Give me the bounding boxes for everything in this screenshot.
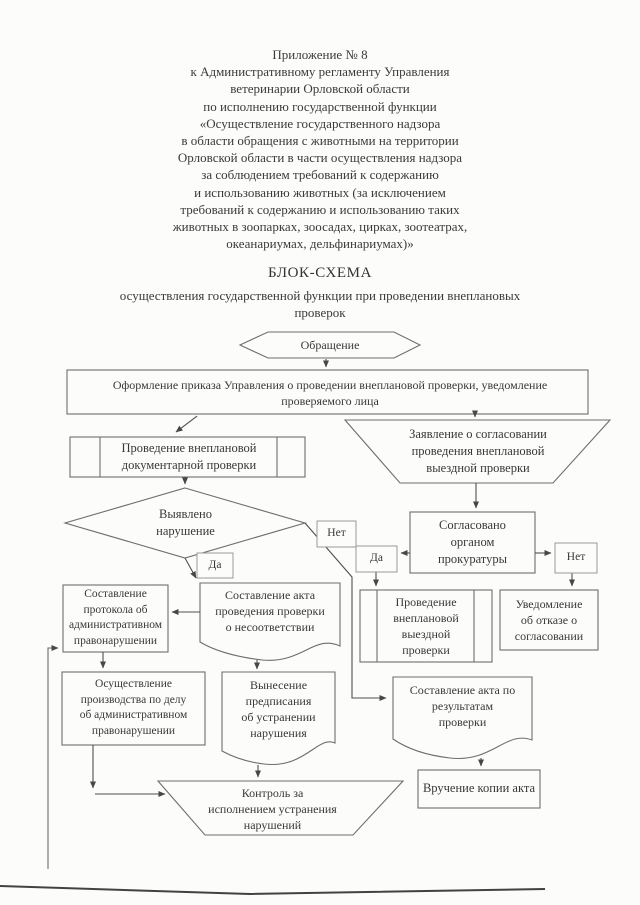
flow-shape-net2-box xyxy=(554,542,598,574)
flow-shape-soglasovano-box xyxy=(409,511,536,574)
flow-shape-protokol-box xyxy=(62,584,169,653)
document-header: Приложение № 8 к Административному регла… xyxy=(40,46,600,252)
flow-shape-prikaz-box xyxy=(66,369,589,415)
flow-shape-zayavlenie-trapezoid xyxy=(343,419,612,484)
header-line: животных в зоопарках, зоосадах, цирках, … xyxy=(172,219,468,235)
header-line: океанариумах, дельфинариумах)» xyxy=(226,236,414,252)
flow-shape-proizvodstvo-box xyxy=(61,671,206,746)
flow-shape-kontrol-trapezoid xyxy=(156,780,405,836)
header-line: за соблюдением требований к содержанию xyxy=(201,167,439,183)
flow-shape-da2-box xyxy=(355,545,398,573)
arrow-prikaz-to-dok-proverka xyxy=(175,415,198,433)
subtitle-line: осуществления государственной функции пр… xyxy=(119,288,521,303)
arrow-diamond-da-to-akt xyxy=(184,557,197,579)
subtitle-line: проверок xyxy=(294,305,346,320)
header-line: Орловской области в части осуществления … xyxy=(177,150,463,166)
schema-subtitle: осуществления государственной функции пр… xyxy=(15,287,625,321)
header-line: требований к содержанию и использованию … xyxy=(180,201,460,217)
flow-shape-uvedomlenie-box xyxy=(499,589,599,651)
header-line: по исполнению государственной функции xyxy=(203,98,437,114)
scan-artifact-line xyxy=(0,885,546,896)
header-line: в области обращения с животными на терри… xyxy=(181,133,459,149)
flow-shape-akt-rezultaty-document xyxy=(392,676,533,760)
header-line: «Осуществление государственного надзора xyxy=(199,115,441,131)
flow-shape-vyezdnaya-box xyxy=(359,589,493,663)
flow-shape-vruchenie-box xyxy=(417,769,541,809)
flow-shape-da1-box xyxy=(196,552,234,579)
flow-shape-vyyavleno-diamond xyxy=(63,487,307,559)
flow-shape-akt-nesootvetstvie-document xyxy=(199,582,341,661)
header-line: к Административному регламенту Управлени… xyxy=(190,64,450,80)
flow-shape-dok-proverka-box xyxy=(69,436,306,478)
flow-shape-net1-box xyxy=(316,520,357,548)
arrow-feedback-to-protokol xyxy=(47,645,59,869)
flow-shape-predpisanie-document xyxy=(221,671,336,765)
flow-shape-obrashchenie-hexagon xyxy=(238,331,422,359)
header-line: ветеринарии Орловской области xyxy=(230,81,410,97)
arrow-diamond-net-to-akt-rezultaty xyxy=(304,522,387,701)
header-line: и использованию животных (за исключением xyxy=(194,184,446,200)
schema-title: БЛОК-СХЕМА xyxy=(267,265,373,281)
header-line: Приложение № 8 xyxy=(272,47,368,62)
